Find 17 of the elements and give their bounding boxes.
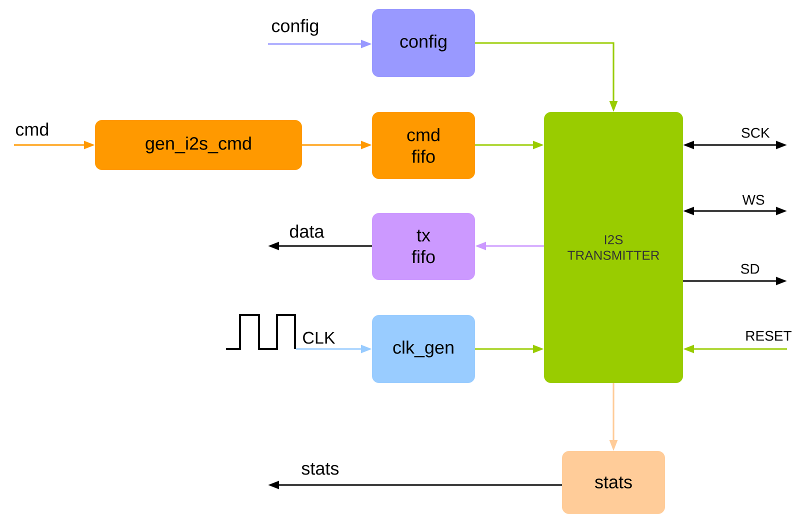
module-box: cmd fifo <box>372 112 475 179</box>
signal-label: RESET <box>746 330 792 341</box>
signal-label: SCK <box>742 128 770 138</box>
module-box: stats <box>562 451 665 514</box>
module-box: gen_i2s_cmd <box>95 120 302 170</box>
clock-waveform-drawing <box>226 314 296 350</box>
signal-label: cmd <box>16 122 48 136</box>
signal-label: CLK <box>303 332 336 344</box>
signal-label: WS <box>742 194 764 205</box>
transmitter-block: I2S TRANSMITTER <box>544 112 683 383</box>
signal-label: stats <box>302 463 339 475</box>
module-box: clk_gen <box>372 315 475 383</box>
signal-label: config <box>272 19 318 36</box>
signal-label: data <box>290 224 324 238</box>
module-box: config <box>372 9 475 77</box>
signal-label: SD <box>741 264 760 274</box>
module-box: tx fifo <box>372 213 475 280</box>
